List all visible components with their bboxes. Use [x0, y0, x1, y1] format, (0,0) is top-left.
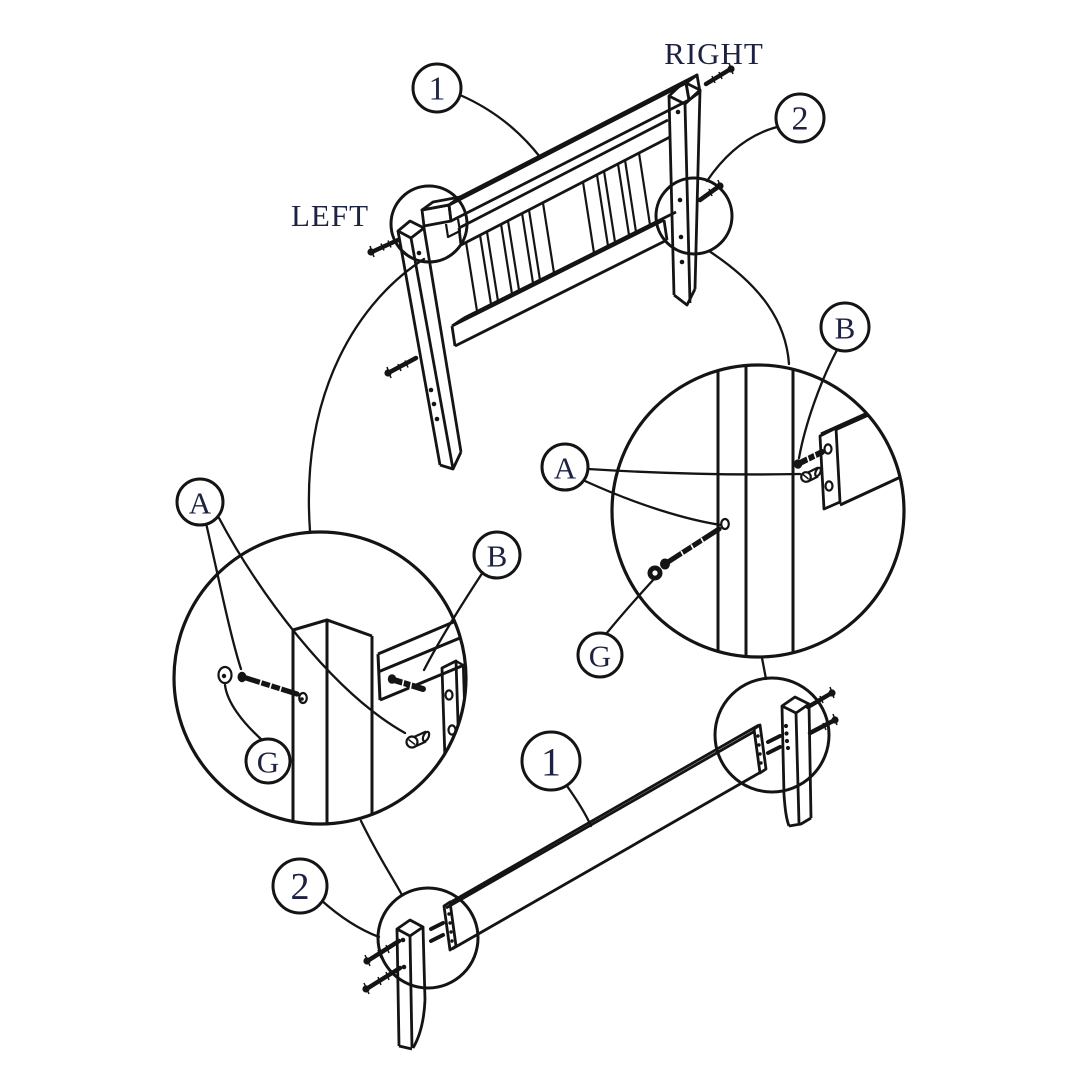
detail-right-post	[716, 365, 795, 657]
headboard-top-rail	[420, 73, 702, 239]
balloon-headboard-leg: 2	[774, 92, 826, 144]
detail-right-bracket-plate	[818, 426, 842, 511]
balloon-label: G	[589, 639, 611, 674]
leader-headboard-panel	[458, 93, 542, 159]
footboard-assembly	[319, 676, 839, 1051]
balloon-left-detail-g: G	[244, 737, 292, 785]
balloon-right-detail-b: B	[819, 301, 871, 353]
leader-left-a-1	[204, 521, 243, 671]
detail-view-right	[583, 348, 906, 681]
headboard-screw-left-mid	[384, 355, 419, 379]
detail-view-left	[172, 516, 485, 826]
footboard-right-joint-circle	[713, 676, 831, 794]
balloon-label: 2	[291, 866, 310, 908]
balloon-headboard-panel: 1	[411, 62, 463, 114]
magnifier-trace-left	[307, 257, 426, 533]
detail-right-bolt-b	[793, 449, 825, 469]
detail-right-magnifier-circle	[610, 363, 906, 659]
balloon-footboard-rail: 1	[520, 730, 582, 792]
balloon-left-detail-a: A	[175, 477, 225, 527]
headboard-upper-rail	[457, 118, 671, 247]
balloon-right-detail-g: G	[576, 631, 624, 679]
detail-left-post	[291, 618, 374, 824]
detail-left-magnifier-circle	[172, 530, 468, 826]
headboard-slats	[464, 152, 652, 312]
balloon-right-detail-a: A	[540, 442, 590, 492]
footboard-dowels	[429, 734, 782, 943]
leader-left-a-2	[217, 516, 407, 735]
footboard-left-joint-circle	[376, 886, 480, 990]
detail-left-barrel-nut	[405, 730, 431, 749]
leader-footboard-leg	[319, 898, 381, 939]
leader-headboard-leg	[705, 125, 779, 183]
left-joint-highlight-circle	[389, 184, 469, 264]
balloon-label: 1	[429, 71, 446, 108]
magnifier-trace-right	[707, 249, 791, 366]
magnifier-trace-bottom-left	[359, 819, 404, 897]
detail-left-bolt-b	[387, 674, 426, 692]
headboard-left-leg	[396, 219, 463, 471]
footboard-left-leg	[395, 918, 427, 1051]
headboard-screw-right-top	[703, 62, 735, 87]
left-side-label: LEFT	[291, 198, 369, 233]
balloon-label: A	[189, 486, 212, 521]
detail-left-bolt-a	[237, 671, 308, 705]
footboard-rail	[442, 723, 768, 952]
headboard-assembly	[367, 62, 735, 471]
balloon-label: A	[554, 451, 577, 486]
balloon-label: 1	[541, 740, 561, 785]
detail-right-washer-g	[647, 565, 663, 581]
leader-left-g	[223, 683, 264, 742]
right-side-label: RIGHT	[664, 36, 764, 71]
balloon-label: G	[257, 745, 279, 780]
leader-right-g	[604, 577, 656, 636]
detail-right-barrel-nut	[800, 466, 822, 483]
leader-right-a-1	[586, 467, 802, 476]
detail-left-washer-g	[217, 665, 233, 685]
footboard-screw-left-2	[362, 965, 403, 995]
headboard-screw-left-top	[367, 237, 401, 258]
balloon-label: B	[835, 311, 856, 346]
footboard-screw-right-2	[807, 713, 839, 736]
detail-left-rail	[376, 608, 466, 702]
leader-right-a-2	[583, 479, 723, 527]
balloon-footboard-leg: 2	[271, 857, 329, 915]
footboard-screw-right-1	[805, 686, 836, 710]
balloon-label: B	[487, 539, 508, 574]
leader-footboard-rail	[565, 784, 593, 828]
leader-right-b	[797, 348, 839, 460]
magnifier-trace-bottom-right	[760, 656, 768, 681]
balloon-left-detail-b: B	[472, 530, 522, 580]
right-joint-highlight-circle	[654, 176, 734, 256]
headboard-right-leg	[667, 80, 702, 307]
headboard-lower-rail	[450, 210, 677, 348]
balloon-label: 2	[792, 101, 809, 138]
leader-left-b	[422, 570, 485, 672]
footboard-right-leg	[780, 695, 813, 828]
